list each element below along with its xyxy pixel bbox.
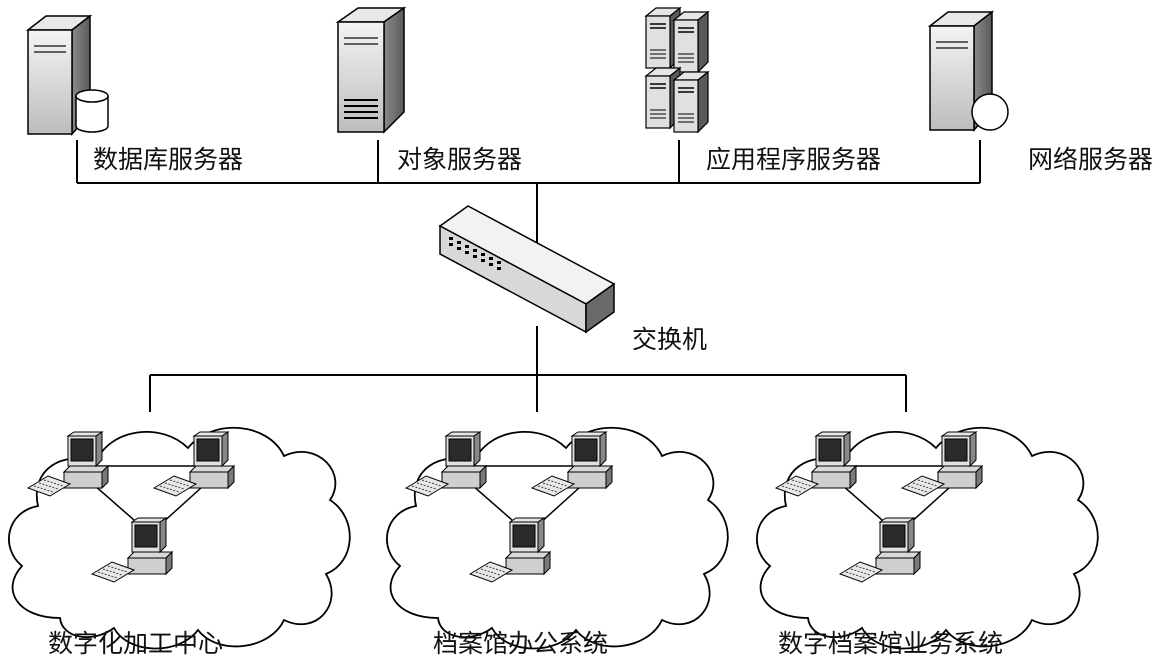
switch-label: 交换机 xyxy=(632,325,707,354)
cloud-lan-icon-business-system xyxy=(757,428,1098,649)
cloud-lan-icon-processing-center xyxy=(9,428,350,649)
application-server-cluster-icon xyxy=(645,7,709,133)
web-server-icon xyxy=(929,11,1009,131)
database-server-icon xyxy=(27,15,109,135)
server-bus-lines xyxy=(76,140,981,248)
web-server-label: 网络服务器 xyxy=(1028,145,1153,174)
office-system-label: 档案馆办公系统 xyxy=(433,629,608,658)
object-server-icon xyxy=(335,6,407,134)
cloud-lan-icon-office-system xyxy=(387,428,728,649)
application-server-label: 应用程序服务器 xyxy=(706,145,881,174)
database-server-label: 数据库服务器 xyxy=(93,145,243,174)
processing-center-label: 数字化加工中心 xyxy=(48,629,223,658)
network-switch-icon xyxy=(438,205,616,334)
business-system-label: 数字档案馆业务系统 xyxy=(778,629,1003,658)
object-server-label: 对象服务器 xyxy=(397,145,522,174)
lan-bus-lines xyxy=(149,326,907,412)
